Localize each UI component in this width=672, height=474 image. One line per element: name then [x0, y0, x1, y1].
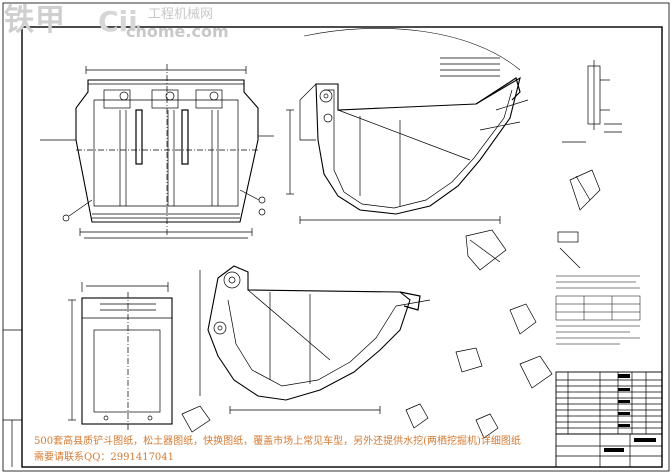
detail-tooth-adapter: [562, 60, 622, 211]
technical-notes: [555, 275, 641, 345]
detail-ear-plate: [68, 282, 173, 430]
title-block: [555, 371, 663, 468]
promo-caption: 500套高县质铲斗图纸，松土器图纸，快换图纸，覆盖市场上常见车型，另外还提供水挖…: [34, 436, 521, 447]
bottom-small-details: [181, 403, 499, 439]
inner-frame: [21, 26, 663, 468]
bottom-side-view-bucket: [199, 265, 431, 414]
watermark-site-com: chome.com: [126, 22, 229, 41]
contact-qq: 需要请联系QQ：2991417041: [34, 452, 175, 463]
title-block-fills: [604, 374, 656, 452]
watermark-logo-cn: 铁甲: [4, 3, 66, 38]
watermark-site-cn: 工程机械网: [148, 7, 214, 22]
front-view-bucket: [40, 64, 274, 239]
watermark-logo-latin: Cii: [98, 5, 138, 38]
detail-side-cutter: [455, 229, 581, 389]
side-view-bucket: [286, 28, 529, 224]
